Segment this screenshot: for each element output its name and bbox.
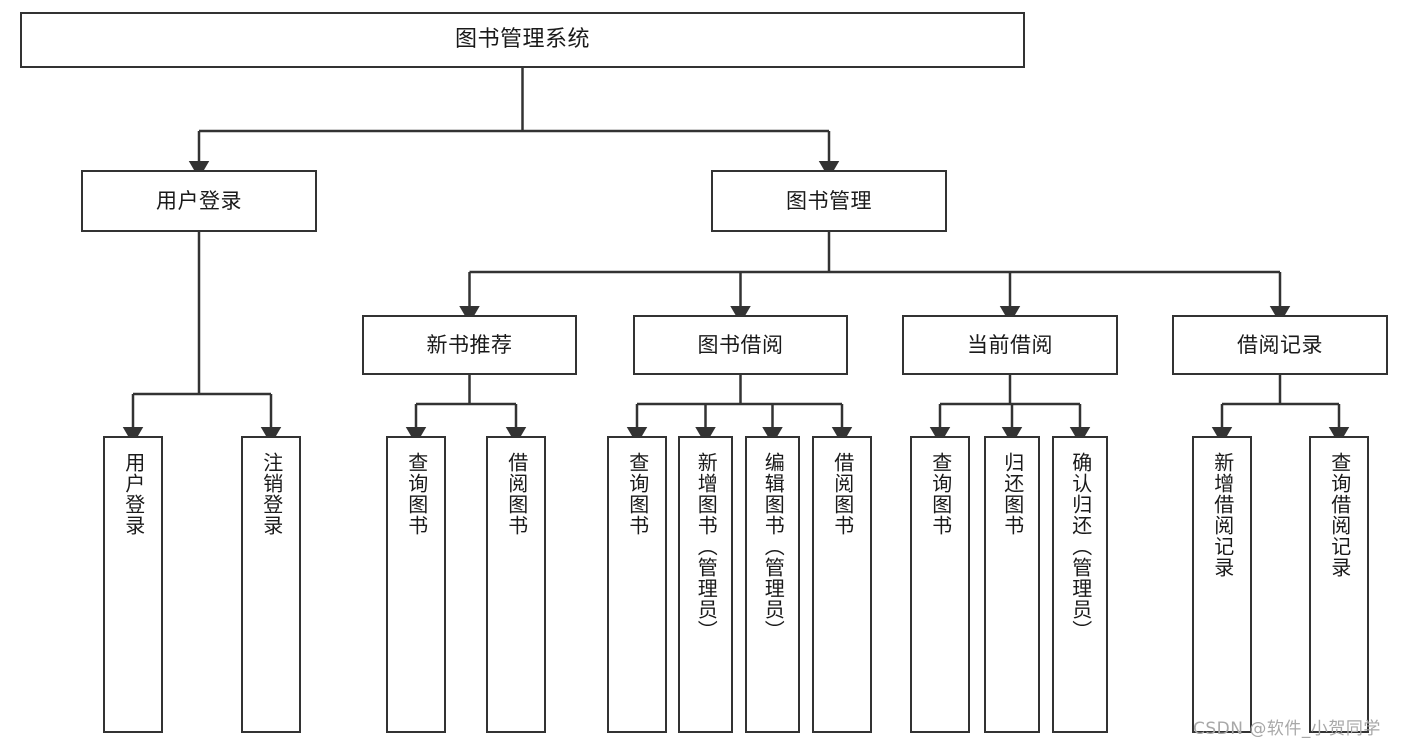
node-leaf-query-book-borrow[interactable]: 查询图书 bbox=[607, 436, 667, 733]
node-label: 图书管理 bbox=[786, 188, 872, 213]
node-leaf-logout[interactable]: 注销登录 bbox=[241, 436, 301, 733]
node-leaf-query-record[interactable]: 查询借阅记录 bbox=[1309, 436, 1369, 733]
node-leaf-user-login[interactable]: 用户登录 bbox=[103, 436, 163, 733]
node-leaf-borrow-book[interactable]: 借阅图书 bbox=[812, 436, 872, 733]
node-label: 借阅图书 bbox=[830, 452, 855, 536]
node-new-book-rec[interactable]: 新书推荐 bbox=[362, 315, 577, 375]
node-leaf-borrow-book-rec[interactable]: 借阅图书 bbox=[486, 436, 546, 733]
watermark-label: CSDN @软件_小贺同学 bbox=[1193, 719, 1381, 739]
node-label: 用户登录 bbox=[121, 452, 146, 536]
node-current-borrow[interactable]: 当前借阅 bbox=[902, 315, 1118, 375]
node-leaf-query-book-rec[interactable]: 查询图书 bbox=[386, 436, 446, 733]
node-label: 用户登录 bbox=[156, 188, 242, 213]
node-leaf-return-book[interactable]: 归还图书 bbox=[984, 436, 1040, 733]
node-label: 注销登录 bbox=[259, 452, 284, 536]
node-label: 当前借阅 bbox=[967, 332, 1053, 357]
node-label: 归还图书 bbox=[1000, 452, 1025, 536]
node-leaf-confirm-return[interactable]: 确认归还（管理员） bbox=[1052, 436, 1108, 733]
node-label: 查询借阅记录 bbox=[1327, 452, 1352, 578]
node-user-login[interactable]: 用户登录 bbox=[81, 170, 317, 232]
node-label: 图书管理系统 bbox=[454, 27, 590, 53]
node-book-borrow[interactable]: 图书借阅 bbox=[633, 315, 848, 375]
node-leaf-query-book-cur[interactable]: 查询图书 bbox=[910, 436, 970, 733]
node-label: 查询图书 bbox=[625, 452, 650, 536]
node-label: 借阅图书 bbox=[504, 452, 529, 536]
node-label: 图书借阅 bbox=[697, 332, 784, 357]
node-label: 新书推荐 bbox=[426, 332, 513, 357]
node-label: 查询图书 bbox=[404, 452, 429, 536]
node-label: 借阅记录 bbox=[1237, 332, 1323, 357]
node-label: 确认归还（管理员） bbox=[1068, 452, 1093, 641]
node-leaf-add-book[interactable]: 新增图书（管理员） bbox=[678, 436, 733, 733]
node-label: 新增图书（管理员） bbox=[694, 452, 719, 641]
node-book-manage[interactable]: 图书管理 bbox=[711, 170, 947, 232]
node-label: 新增借阅记录 bbox=[1210, 452, 1235, 578]
node-label: 编辑图书（管理员） bbox=[761, 452, 786, 641]
node-borrow-record[interactable]: 借阅记录 bbox=[1172, 315, 1388, 375]
node-label: 查询图书 bbox=[928, 452, 953, 536]
node-leaf-add-record[interactable]: 新增借阅记录 bbox=[1192, 436, 1252, 733]
node-leaf-edit-book[interactable]: 编辑图书（管理员） bbox=[745, 436, 800, 733]
node-root[interactable]: 图书管理系统 bbox=[20, 12, 1025, 68]
